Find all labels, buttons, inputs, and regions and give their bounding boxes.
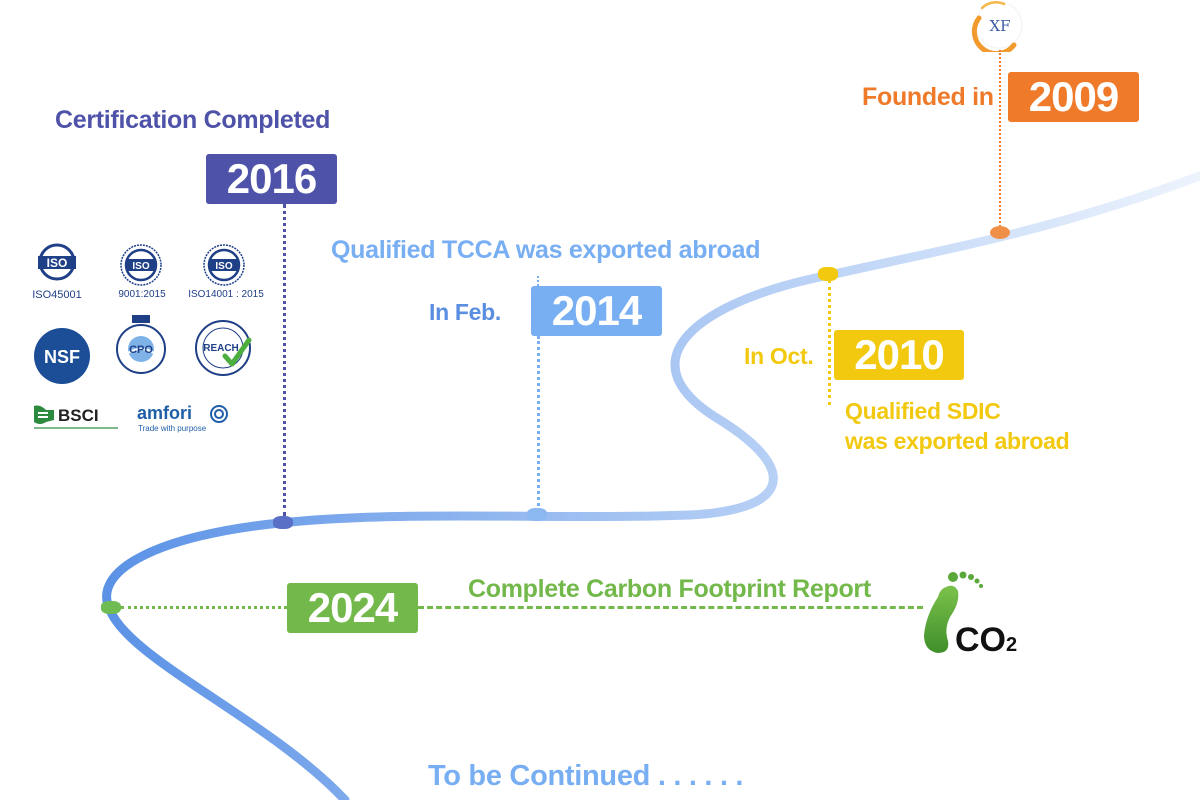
tcca-caption: Qualified TCCA was exported abroad <box>331 236 761 264</box>
bsci-logo: BSCI <box>34 405 118 429</box>
co2-subscript: 2 <box>1006 634 1017 656</box>
xf-logo-text: XF <box>989 17 1010 35</box>
connector-2014 <box>537 336 540 512</box>
road-dot-2009 <box>990 226 1010 239</box>
svg-text:CPO: CPO <box>129 344 153 356</box>
connector-2024-left <box>121 606 287 609</box>
co2-label: CO <box>955 621 1006 659</box>
co2-footprint-icon: CO 2 <box>924 571 1017 659</box>
carbon-footprint-caption: Complete Carbon Footprint Report <box>468 575 871 603</box>
connector-2024-right <box>418 606 923 609</box>
connector-2010 <box>828 280 831 405</box>
road-dot-2016 <box>273 516 293 529</box>
year-2009-box: 2009 <box>1008 72 1139 122</box>
founded-in-label: Founded in <box>862 83 994 111</box>
road-dot-2014 <box>527 508 547 521</box>
svg-text:ISO: ISO <box>47 256 68 270</box>
svg-text:Trade with purpose: Trade with purpose <box>138 424 207 433</box>
connector-2009 <box>999 50 1001 230</box>
year-2014-box: 2014 <box>531 286 662 336</box>
sdic-caption-line2: was exported abroad <box>845 428 1070 454</box>
road-dot-2010 <box>818 267 838 281</box>
svg-text:ISO: ISO <box>215 261 232 272</box>
svg-text:ISO: ISO <box>132 261 149 272</box>
year-2010-box: 2010 <box>834 330 964 380</box>
road-path <box>102 170 1200 800</box>
iso-9001-logo: ISO <box>120 244 162 286</box>
iso-45001-caption: ISO45001 <box>32 289 82 301</box>
year-2024-box: 2024 <box>287 583 418 633</box>
amfori-logo: amfori Trade with purpose <box>137 403 228 433</box>
svg-text:NSF: NSF <box>44 347 80 367</box>
cpo-logo: CPO <box>116 315 166 374</box>
iso-14001-caption: ISO14001 : 2015 <box>188 289 264 300</box>
in-feb-label: In Feb. <box>429 299 502 325</box>
in-oct-label: In Oct. <box>744 343 814 369</box>
iso-45001-logo: ISO <box>38 243 76 281</box>
certification-caption: Certification Completed <box>55 106 331 134</box>
reach-logo: REACH <box>195 320 252 376</box>
iso-9001-caption: 9001:2015 <box>118 289 166 300</box>
road-dot-2024 <box>101 601 121 614</box>
nsf-logo: NSF <box>34 328 90 384</box>
year-2016-box: 2016 <box>206 154 337 204</box>
connector-2014-top <box>537 276 539 286</box>
svg-text:REACH: REACH <box>203 343 239 354</box>
xf-logo: XF <box>971 1 1023 52</box>
connector-2016 <box>283 204 286 516</box>
sdic-caption-line1: Qualified SDIC <box>845 398 1001 424</box>
svg-text:BSCI: BSCI <box>58 406 99 425</box>
to-be-continued-text: To be Continued . . . . . . <box>428 760 744 792</box>
svg-text:amfori: amfori <box>137 403 192 423</box>
iso-14001-logo: ISO <box>203 244 245 286</box>
